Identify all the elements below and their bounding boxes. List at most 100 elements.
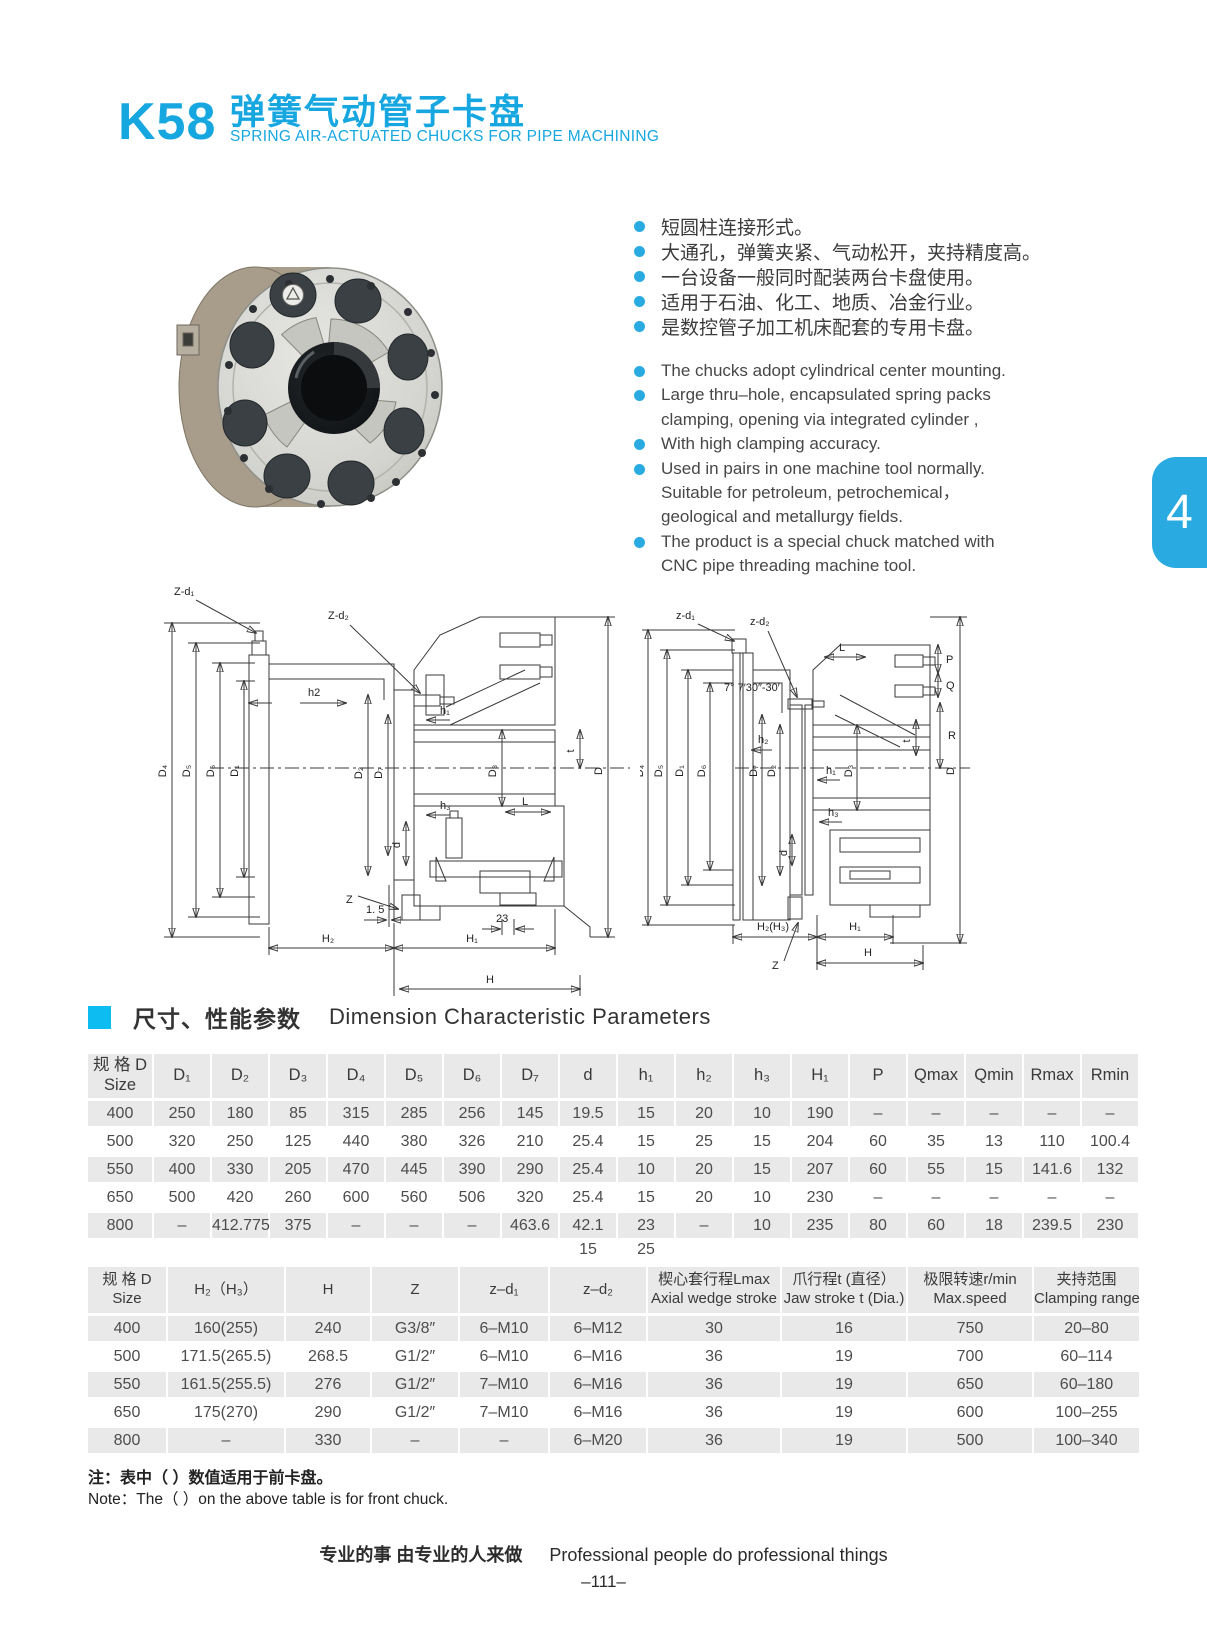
dim-L: L bbox=[522, 796, 528, 808]
footer-slogan: 专业的事 由专业的人来做 Professional people do prof… bbox=[0, 1541, 1207, 1567]
table-cell: 42.1 bbox=[560, 1213, 616, 1238]
table-cell: 110 bbox=[1024, 1129, 1080, 1154]
table-cell: 320 bbox=[154, 1129, 210, 1154]
table-cell bbox=[270, 1241, 326, 1259]
table-cell: 60–180 bbox=[1034, 1372, 1139, 1397]
table-cell bbox=[966, 1241, 1022, 1259]
section-title-zh: 尺寸、性能参数 bbox=[133, 1006, 301, 1032]
table-cell: 650 bbox=[88, 1185, 152, 1210]
table-cell: – bbox=[850, 1101, 906, 1126]
footer-slogan-en: Professional people do professional thin… bbox=[549, 1545, 888, 1565]
table-cell: – bbox=[1024, 1185, 1080, 1210]
table-cell: 400 bbox=[88, 1101, 152, 1126]
bullet-line-en: geological and metallurgy fields. bbox=[661, 507, 903, 527]
table-cell: 25.4 bbox=[560, 1129, 616, 1154]
table-cell: 171.5(265.5) bbox=[168, 1344, 284, 1369]
dim-r-d2: D₂ bbox=[766, 765, 778, 777]
table-cell: 6–M16 bbox=[550, 1344, 646, 1369]
table-cell: 15 bbox=[618, 1101, 674, 1126]
table-cell: 290 bbox=[286, 1400, 370, 1425]
dim-H: H bbox=[486, 974, 494, 986]
table-cell: 6–M16 bbox=[550, 1400, 646, 1425]
chapter-number: 4 bbox=[1166, 486, 1193, 539]
dim-r-d6: D₆ bbox=[696, 765, 708, 777]
table-cell: 276 bbox=[286, 1372, 370, 1397]
dim-r-d7: D₇ bbox=[748, 765, 760, 777]
column-header: h₂ bbox=[676, 1054, 732, 1098]
table-cell: 800 bbox=[88, 1428, 166, 1453]
table-cell: 161.5(255.5) bbox=[168, 1372, 284, 1397]
column-header: Rmax bbox=[1024, 1054, 1080, 1098]
table-cell: 6–M10 bbox=[460, 1316, 548, 1341]
note-zh: 注：表中（ ）数值适用于前卡盘。 bbox=[88, 1470, 333, 1487]
page-number: –111– bbox=[581, 1572, 626, 1591]
footer-slogan-zh: 专业的事 由专业的人来做 bbox=[319, 1545, 523, 1565]
table-cell: 20 bbox=[676, 1101, 732, 1126]
dim-r-angle: 7° 7′30″-30′ bbox=[724, 682, 780, 694]
bullet-line-en: Suitable for petroleum, petrochemical， bbox=[661, 483, 960, 503]
dim-r-L: L bbox=[839, 642, 845, 654]
dim-r-H23: H₂(H₃) bbox=[757, 921, 789, 933]
dim-r-d5: D₅ bbox=[653, 765, 665, 777]
dim-r-h3: h₃ bbox=[828, 807, 839, 819]
table-cell: 18 bbox=[966, 1213, 1022, 1238]
table-cell: 6–M12 bbox=[550, 1316, 646, 1341]
dim-r-d1: D₁ bbox=[674, 765, 686, 777]
table-cell: 290 bbox=[502, 1157, 558, 1182]
table-cell bbox=[154, 1241, 210, 1259]
chapter-tab[interactable]: 4 bbox=[1152, 457, 1207, 568]
bullet-icon bbox=[634, 536, 645, 548]
table-cell: – bbox=[908, 1101, 964, 1126]
dim-d7: D₇ bbox=[373, 767, 385, 779]
table-cell: 204 bbox=[792, 1129, 848, 1154]
bullet-item-zh: 短圆柱连接形式。 bbox=[634, 214, 1041, 239]
table-cell bbox=[444, 1241, 500, 1259]
table-cell: 207 bbox=[792, 1157, 848, 1182]
table-cell: 190 bbox=[792, 1101, 848, 1126]
page-title-zh: 弹簧气动管子卡盘 bbox=[230, 93, 527, 132]
dim-r-zd2: z-d₂ bbox=[750, 616, 770, 628]
column-header: 爪行程t (直径）Jaw stroke t (Dia.) bbox=[782, 1267, 906, 1313]
column-header: H₁ bbox=[792, 1054, 848, 1098]
technical-drawing-right: D₄ D₅ D₁ D₆ D₇ D₂ D₃ D z-d₁ z-d₂ 7° 7′30… bbox=[640, 610, 970, 972]
table-cell: 600 bbox=[328, 1185, 384, 1210]
dim-r-h2: h₂ bbox=[758, 734, 768, 746]
table-cell: 25 bbox=[618, 1241, 674, 1259]
bullet-item-zh: 是数控管子加工机床配套的专用卡盘。 bbox=[634, 314, 1041, 339]
table-cell: 25.4 bbox=[560, 1157, 616, 1182]
table-cell: 506 bbox=[444, 1185, 500, 1210]
dim-r-R: R bbox=[948, 730, 956, 742]
table-cell: 375 bbox=[270, 1213, 326, 1238]
column-header: D₅ bbox=[386, 1054, 442, 1098]
dim-r-zd1: z-d₁ bbox=[676, 610, 695, 622]
dim-H2: H₂ bbox=[322, 933, 334, 945]
mount-bolts bbox=[224, 275, 439, 508]
table-cell: 6–M16 bbox=[550, 1372, 646, 1397]
table-cell: 440 bbox=[328, 1129, 384, 1154]
column-header: Rmin bbox=[1082, 1054, 1138, 1098]
table-cell: 320 bbox=[502, 1185, 558, 1210]
table-cell: 230 bbox=[792, 1185, 848, 1210]
table-cell: – bbox=[328, 1213, 384, 1238]
table-cell: 463.6 bbox=[502, 1213, 558, 1238]
column-header: Z bbox=[372, 1267, 458, 1313]
table-cell: – bbox=[850, 1185, 906, 1210]
table-cell: 650 bbox=[88, 1400, 166, 1425]
note-en: Note：The（ ）on the above table is for fro… bbox=[88, 1491, 449, 1508]
table-cell: 80 bbox=[850, 1213, 906, 1238]
table-cell: 412.775 bbox=[212, 1213, 270, 1238]
table-cell bbox=[1082, 1241, 1138, 1259]
dim-D: D bbox=[593, 767, 605, 775]
table-cell: 35 bbox=[908, 1129, 964, 1154]
table-cell: 100–340 bbox=[1034, 1428, 1139, 1453]
dim-r-d4: D₄ bbox=[640, 764, 646, 777]
bullet-list-en: The chucks adopt cylindrical center moun… bbox=[634, 359, 1006, 579]
